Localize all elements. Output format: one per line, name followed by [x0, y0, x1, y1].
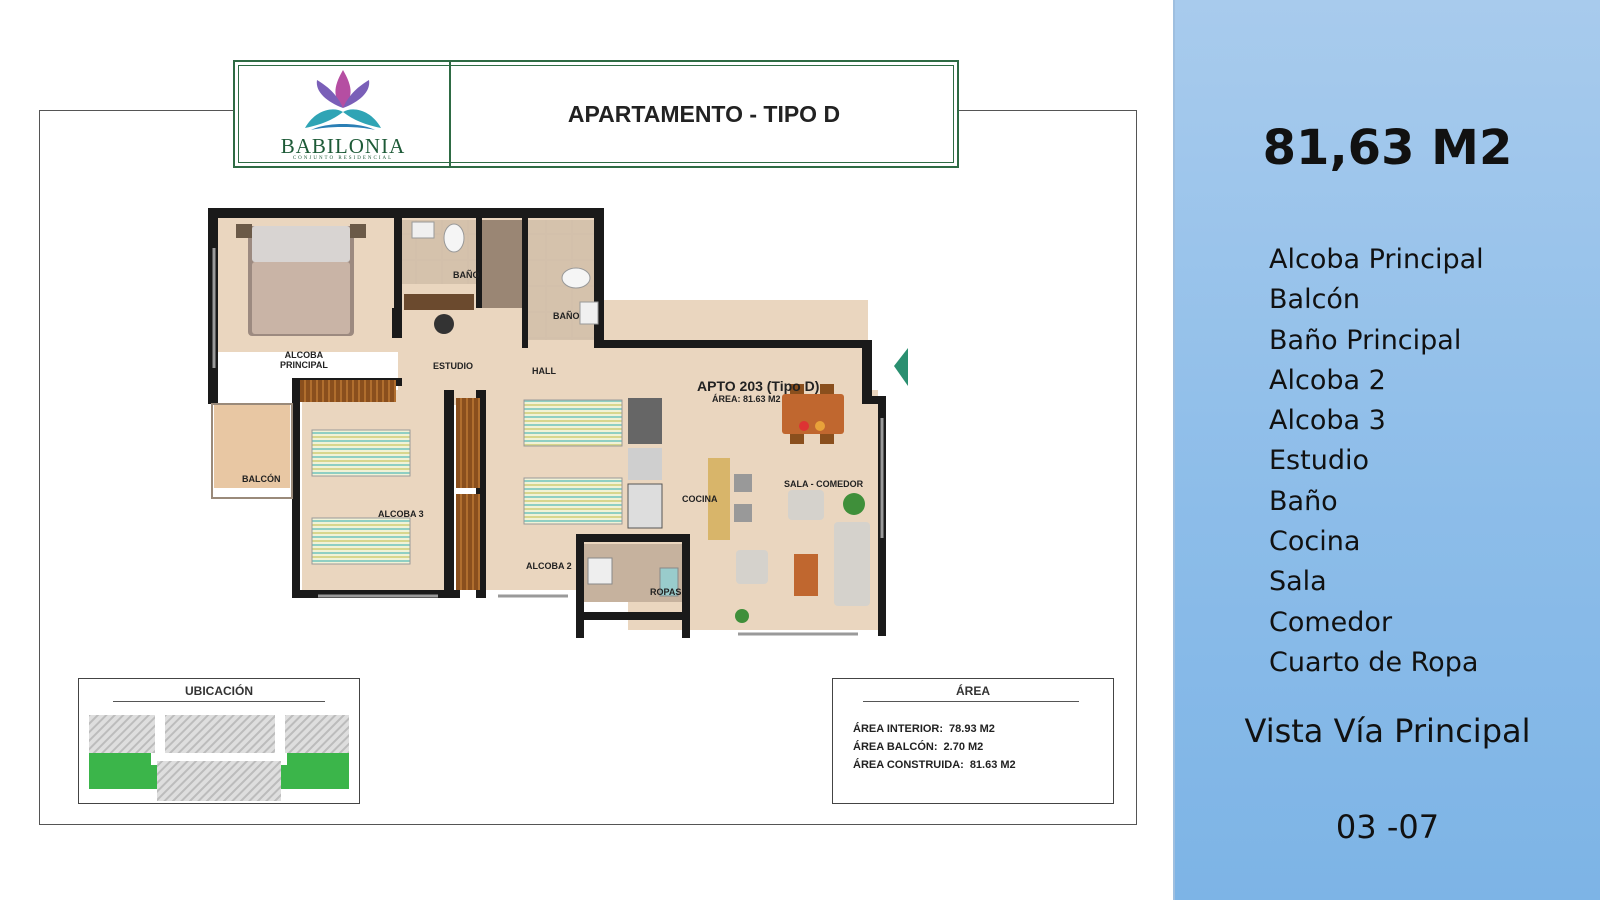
list-item: Cuarto de Ropa — [1269, 646, 1479, 678]
window-lines — [212, 248, 884, 636]
room-list: Alcoba Principal Balcón Baño Principal A… — [1269, 240, 1484, 683]
page-title: APARTAMENTO - TIPO D — [567, 100, 841, 127]
desk-icon — [404, 294, 474, 334]
kitchen-counter — [627, 398, 752, 540]
area-row: ÁREA CONSTRUIDA:81.63 M2 — [853, 759, 1016, 771]
area-title: ÁREA — [955, 684, 990, 698]
room-label-alcoba-3: ALCOBA 3 — [378, 509, 424, 519]
brand-name: BABILONIA — [280, 134, 406, 158]
list-item: Comedor — [1269, 606, 1393, 638]
list-item: Alcoba 3 — [1269, 405, 1386, 437]
closet-icon — [300, 380, 480, 590]
room-label-hall: HALL — [532, 366, 556, 376]
list-item: Baño Principal — [1269, 324, 1462, 356]
floor-plan-drawing — [208, 208, 908, 638]
brand-subtitle: CONJUNTO RESIDENCIAL — [292, 156, 394, 161]
room-label-balcon: BALCÓN — [242, 474, 281, 484]
toilet-icon — [443, 223, 591, 289]
dining-table-icon — [782, 384, 844, 444]
divider — [113, 701, 325, 702]
room-label-estudio: ESTUDIO — [433, 361, 474, 371]
sink-icon — [411, 221, 599, 325]
room-label-bano-1: BAÑO — [453, 270, 480, 280]
info-panel: 81,63 M2 Alcoba Principal Balcón Baño Pr… — [1173, 0, 1600, 900]
sofa-icon — [735, 490, 870, 623]
unit-area: ÁREA: 81.63 M2 — [712, 394, 781, 404]
list-item: Alcoba Principal — [1269, 244, 1484, 275]
room-label-cocina: COCINA — [682, 494, 718, 504]
area-row: ÁREA BALCÓN:2.70 M2 — [853, 741, 984, 753]
list-item: Baño — [1269, 485, 1338, 517]
entry-arrow-icon — [894, 348, 908, 386]
laundry-icon — [587, 557, 679, 597]
divider — [863, 701, 1079, 702]
location-box: UBICACIÓN — [78, 678, 360, 804]
room-label-alcoba-2: ALCOBA 2 — [526, 561, 572, 571]
list-item: Alcoba 2 — [1269, 364, 1386, 396]
unit-label: APTO 203 (Tipo D) — [697, 378, 820, 394]
site-map-icon — [89, 715, 349, 801]
title-block: BABILONIA CONJUNTO RESIDENCIAL APARTAMEN… — [233, 60, 959, 168]
list-item: Cocina — [1269, 526, 1361, 558]
location-title: UBICACIÓN — [185, 684, 253, 698]
unit-numbers: 03 -07 — [1335, 808, 1440, 846]
list-item: Balcón — [1269, 284, 1361, 316]
bed-single-icon — [311, 399, 623, 565]
total-area: 81,63 M2 — [1262, 120, 1513, 176]
lotus-logo-icon — [305, 70, 381, 130]
room-label-bano-2: BAÑO — [553, 311, 580, 321]
balcony-outline — [211, 403, 293, 499]
view-label: Vista Vía Principal — [1244, 712, 1531, 750]
list-item: Sala — [1269, 566, 1327, 598]
area-box: ÁREA ÁREA INTERIOR:78.93 M2 ÁREA BALCÓN:… — [832, 678, 1114, 804]
area-row: ÁREA INTERIOR:78.93 M2 — [853, 723, 995, 735]
logo: BABILONIA CONJUNTO RESIDENCIAL — [235, 62, 451, 166]
room-label-alcoba-principal: ALCOBA PRINCIPAL — [280, 350, 328, 370]
room-label-sala-comedor: SALA - COMEDOR — [784, 479, 864, 489]
list-item: Estudio — [1269, 445, 1369, 477]
bed-double-icon — [236, 224, 366, 336]
room-label-ropas: ROPAS — [650, 587, 682, 597]
